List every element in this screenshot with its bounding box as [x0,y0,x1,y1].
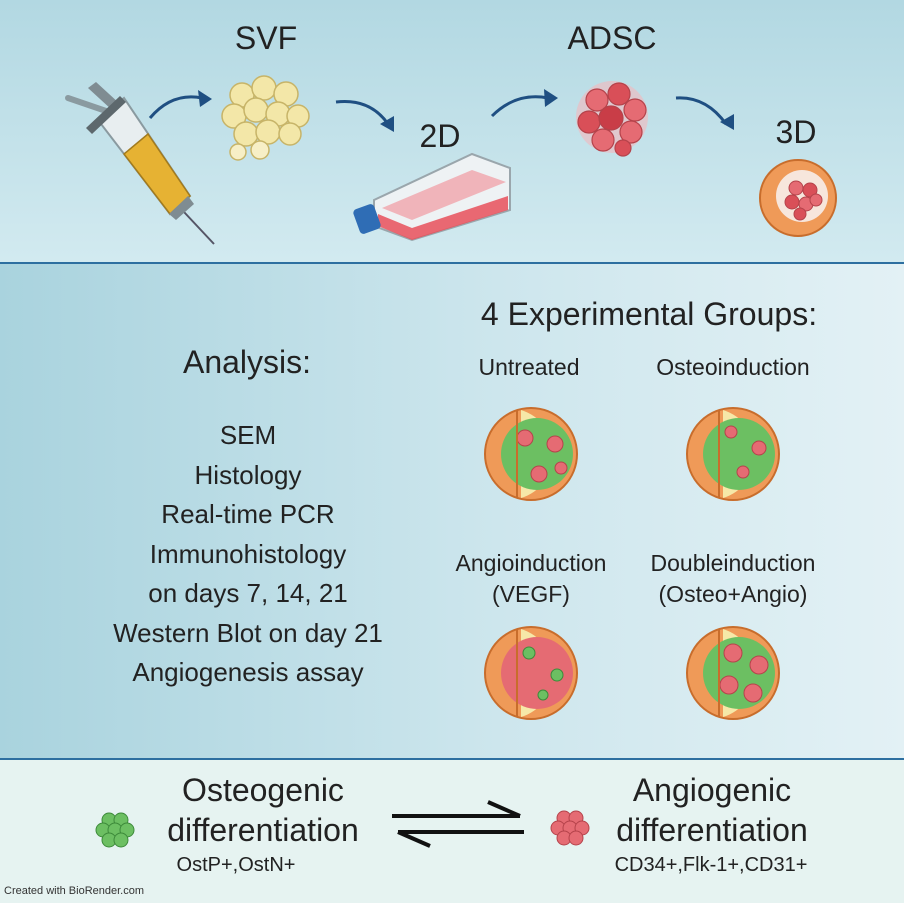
osteo-cell-cluster-icon [95,812,135,848]
analysis-item: Real-time PCR [161,499,335,529]
analysis-item: Western Blot on day 21 [113,617,383,648]
group-label-osteoinduction: Osteoinduction [656,354,810,380]
equilibrium-arrows-icon [392,800,524,848]
group-label-angioinduction: Angioinduction(VEGF) [455,550,607,607]
stage-3d-label: 3D [775,114,817,150]
group-label-untreated: Untreated [478,354,580,380]
culture-flask-icon [353,152,511,242]
analysis-title: Analysis: [182,344,312,380]
analysis-item: Immunohistology [149,538,347,569]
analysis-item: SEM [219,420,277,450]
angio-cell-cluster-icon [550,810,590,846]
spheroid-3d-icon [759,159,837,237]
svf-label: SVF [234,20,298,56]
spheroid-angioinduction-icon [484,626,578,720]
analysis-item: on days 7, 14, 21 [148,578,348,608]
spheroid-osteoinduction-icon [686,407,780,501]
adsc-label: ADSC [567,20,657,56]
group-label-doubleinduction: Doubleinduction(Osteo+Angio) [650,550,816,607]
svf-cells-icon [221,75,310,161]
analysis-list: SEM Histology Real-time PCR Immunohistol… [113,416,383,693]
groups-title: 4 Experimental Groups: [480,296,818,332]
analysis-item: Angiogenesis assay [132,657,364,687]
credit-text: Created with BioRender.com [4,885,145,897]
divider-bottom [0,758,904,760]
osteo-markers: OstP+,OstN+ [176,854,296,876]
angio-markers: CD34+,Flk-1+,CD31+ [614,854,808,876]
stage-2d-label: 2D [419,118,461,154]
spheroid-doubleinduction-icon [686,626,780,720]
divider-top [0,262,904,264]
adsc-cells-icon [576,81,648,157]
spheroid-untreated-icon [484,407,578,501]
analysis-item: Histology [194,459,302,490]
syringe-icon [65,82,734,245]
